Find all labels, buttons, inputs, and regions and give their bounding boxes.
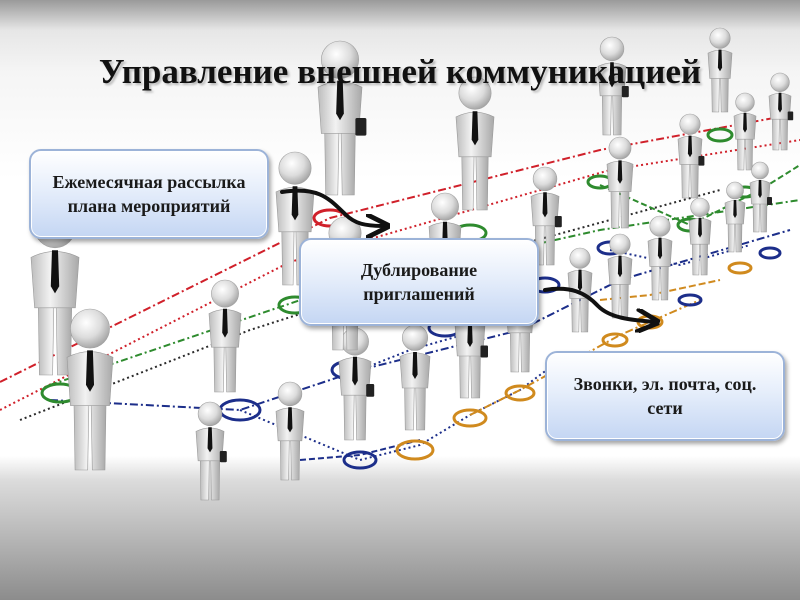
callout-text: Дублирование приглашений xyxy=(360,259,478,304)
duplicate-invitations-callout: Дублирование приглашений xyxy=(299,238,539,326)
monthly-mailing-callout: Ежемесячная рассылка плана мероприятий xyxy=(29,149,269,239)
person-figure xyxy=(647,215,673,301)
person-figure xyxy=(66,308,114,471)
callout-text: Ежемесячная рассылка плана мероприятий xyxy=(52,171,246,216)
calls-email-social-callout: Звонки, эл. почта, соц. сети xyxy=(545,351,785,441)
person-figure xyxy=(455,76,495,211)
person-figure xyxy=(677,113,705,199)
slide-title: Управление внешней коммуникацией xyxy=(98,52,702,91)
arrow-2 xyxy=(543,286,655,322)
person-figure xyxy=(707,27,733,113)
person-figure xyxy=(275,381,305,481)
callout-text: Звонки, эл. почта, соц. сети xyxy=(573,373,757,418)
person-figure xyxy=(530,166,562,266)
person-figure xyxy=(317,40,367,196)
person-figure xyxy=(208,279,242,393)
people-figures xyxy=(30,27,794,501)
person-figure xyxy=(597,36,629,136)
flow-arrows xyxy=(280,188,655,322)
person-figure xyxy=(724,181,746,253)
arrow-1 xyxy=(280,188,385,226)
person-figure xyxy=(399,324,431,431)
person-figure xyxy=(749,161,772,233)
person-figure xyxy=(606,136,634,229)
person-figure xyxy=(733,92,757,171)
person-figure xyxy=(607,233,633,319)
person-figure xyxy=(768,72,794,151)
person-figure xyxy=(688,197,712,276)
person-figure xyxy=(195,401,227,501)
